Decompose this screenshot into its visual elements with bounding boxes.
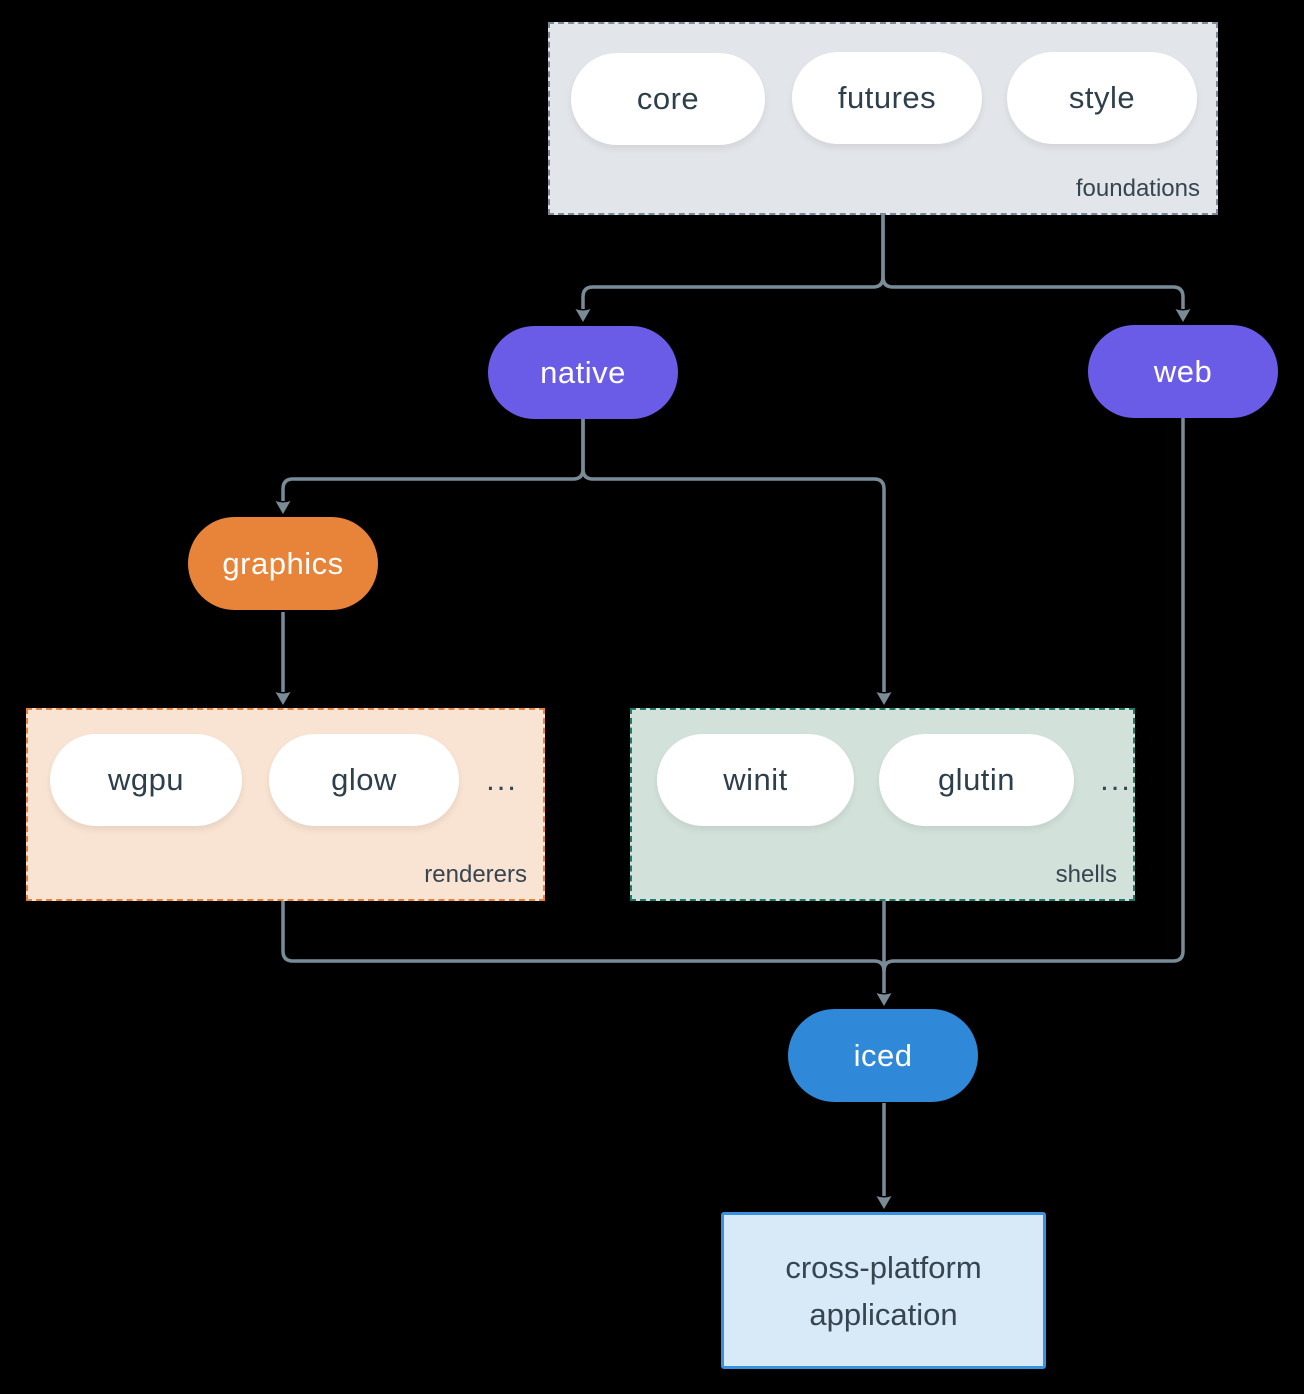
renderers-ellipsis: ... (486, 762, 518, 797)
group-foundations: core futures style foundations (548, 22, 1218, 215)
node-futures-label: futures (837, 80, 937, 115)
node-core: core (571, 53, 765, 145)
node-iced: iced (788, 1009, 978, 1102)
node-web-label: web (1153, 353, 1213, 389)
edge-foundations-native (581, 215, 885, 309)
arrowhead-native (575, 309, 591, 322)
node-wgpu: wgpu (50, 734, 242, 826)
shells-ellipsis: ... (1100, 762, 1132, 797)
group-shells-label: shells (1055, 861, 1117, 888)
node-native: native (488, 326, 678, 419)
node-native-label: native (540, 354, 626, 390)
group-renderers: wgpu glow ... renderers (26, 708, 545, 901)
group-foundations-label: foundations (1075, 175, 1200, 202)
node-cross-platform-application: cross-platform application (721, 1212, 1046, 1369)
edge-renderers-iced (281, 901, 886, 972)
node-winit: winit (657, 734, 854, 826)
node-glutin: glutin (879, 734, 1074, 826)
node-glutin-label: glutin (937, 762, 1016, 797)
node-style-label: style (1068, 80, 1136, 115)
group-shells: winit glutin ... shells (630, 708, 1135, 901)
arrowhead-iced (876, 993, 892, 1006)
group-renderers-label: renderers (424, 861, 527, 888)
app-label-line2: application (809, 1296, 958, 1332)
node-glow: glow (269, 734, 459, 826)
node-graphics-label: graphics (222, 545, 344, 581)
arrowhead-graphics (275, 501, 291, 514)
node-wgpu-label: wgpu (107, 762, 185, 797)
node-winit-label: winit (723, 762, 788, 797)
node-core-label: core (636, 81, 700, 116)
node-futures: futures (792, 52, 982, 144)
app-label-line1: cross-platform (785, 1249, 982, 1285)
node-graphics: graphics (188, 517, 378, 610)
arrowhead-app (876, 1196, 892, 1209)
node-glow-label: glow (331, 762, 397, 797)
node-style: style (1007, 52, 1197, 144)
arrowhead-web (1175, 309, 1191, 322)
node-web: web (1088, 325, 1278, 418)
edge-foundations-web (881, 215, 1185, 309)
edge-native-shells (581, 419, 886, 692)
arrowhead-renderers (275, 692, 291, 705)
edge-native-graphics (281, 419, 585, 501)
arrowhead-shells (876, 692, 892, 705)
node-iced-label: iced (853, 1037, 913, 1073)
